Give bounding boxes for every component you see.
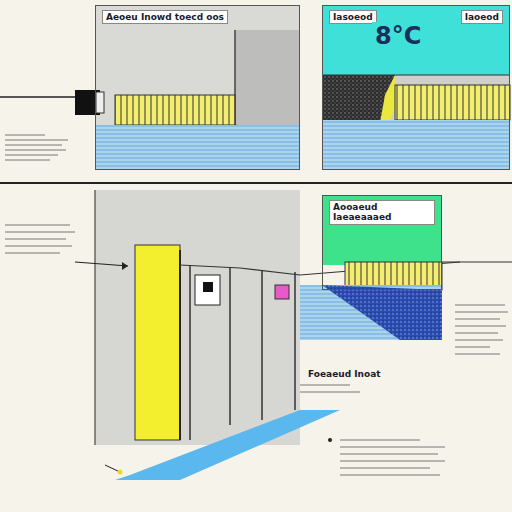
caption-label: Foeaeud Inoat — [305, 368, 384, 380]
bullet-dot — [328, 438, 332, 442]
panel-heading: Iaoeod — [461, 10, 503, 24]
heading-row: Aeoeu Inowd toecd oos — [96, 6, 299, 28]
wall-section-middle-right — [300, 195, 512, 340]
temperature-label: 8°C — [372, 22, 424, 52]
divider-line — [0, 182, 512, 184]
heading-row: Aooaeud Iaeaeaaaed — [323, 196, 441, 229]
fence-panel: Aooaeud Iaeaeaaaed — [322, 195, 442, 290]
panel-heading: Aeoeu Inowd toecd oos — [102, 10, 228, 24]
wall-section-top-left — [0, 5, 300, 170]
illegible-text-lines — [5, 135, 508, 475]
panel-heading: Aooaeud Iaeaeaaaed — [329, 200, 435, 225]
panel-heading: Iasoeod — [329, 10, 377, 24]
fence-wall-illustration — [75, 190, 460, 480]
wall-panel: Aeoeu Inowd toecd oos — [95, 5, 300, 170]
wall-section-top-right — [322, 5, 510, 170]
